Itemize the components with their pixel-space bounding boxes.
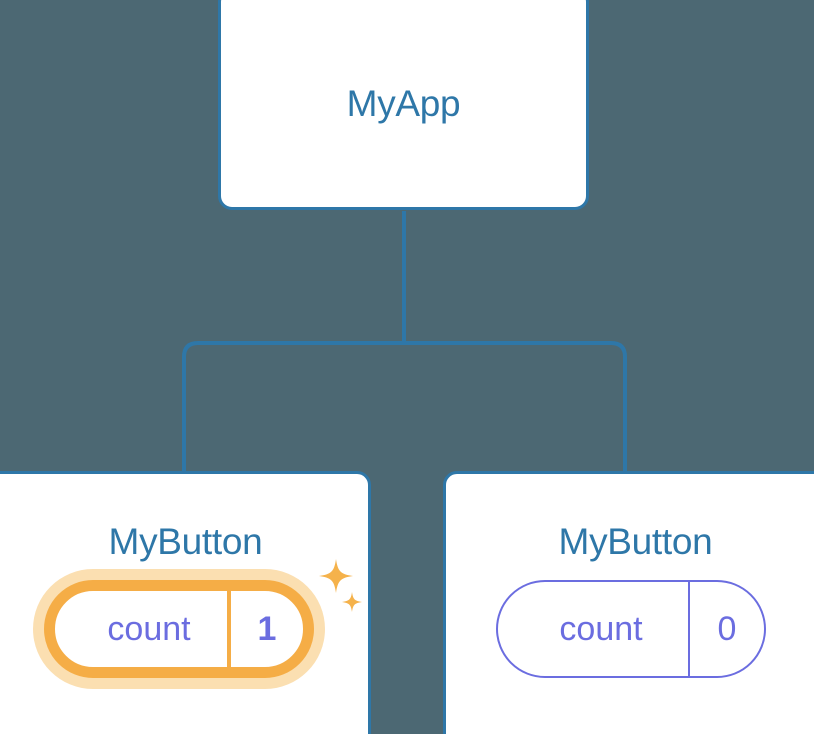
state-capsule-left-wrap: count 1 (44, 580, 314, 678)
state-capsule-right-wrap: count 0 (496, 580, 766, 678)
node-mybutton-left-title: MyButton (108, 521, 263, 562)
state-capsule-right[interactable]: count 0 (496, 580, 766, 678)
state-value-right: 0 (688, 582, 764, 676)
edge-root-to-button-right (404, 341, 627, 474)
node-myapp[interactable]: MyApp (218, 0, 589, 210)
edge-root-to-button-left (182, 341, 404, 474)
node-mybutton-right-title: MyButton (558, 521, 713, 562)
node-mybutton-left[interactable]: MyButton count 1 (0, 471, 371, 734)
state-label-left: count (107, 610, 191, 648)
state-label-right: count (559, 610, 643, 648)
node-mybutton-right[interactable]: MyButton count 0 (443, 471, 814, 734)
state-value-left: 1 (227, 591, 303, 667)
state-capsule-left[interactable]: count 1 (44, 580, 314, 678)
node-myapp-title: MyApp (346, 83, 461, 124)
